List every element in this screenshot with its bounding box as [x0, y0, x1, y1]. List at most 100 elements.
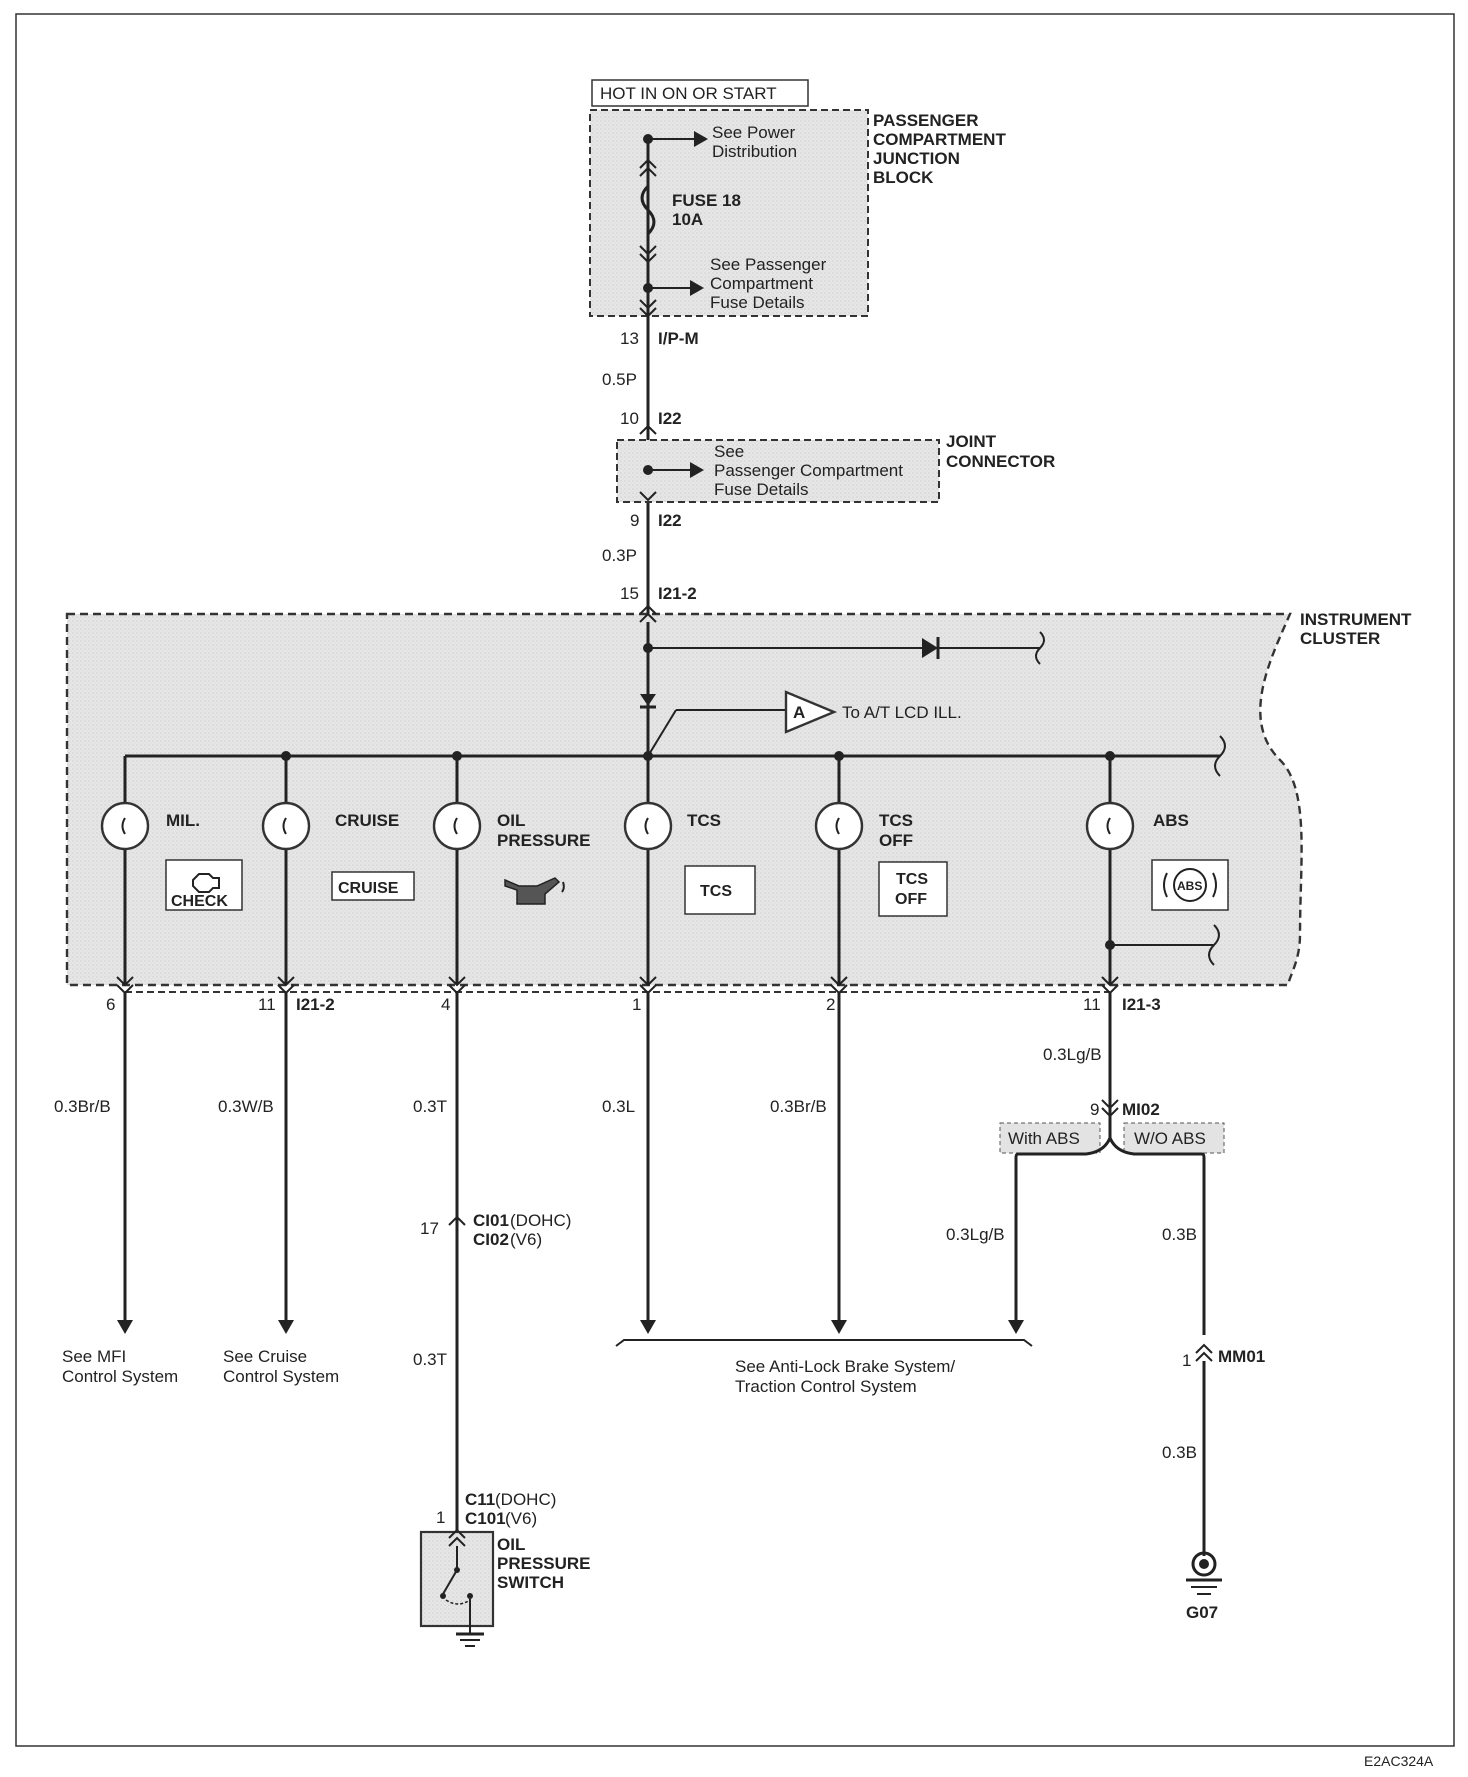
cruise-indicator: CRUISE: [331, 871, 415, 901]
svg-text:See Passenger: See Passenger: [710, 255, 827, 274]
svg-text:(DOHC): (DOHC): [495, 1490, 556, 1509]
abs-bulb-icon: [1085, 801, 1135, 851]
oil-pressure-bulb-icon: [432, 801, 482, 851]
connector-c101-label: C101 (V6): [465, 1509, 537, 1528]
tcs-off-indicator: TCS OFF: [878, 861, 948, 917]
connector-ci01-label: CI01 (DOHC): [473, 1211, 571, 1230]
check-engine-indicator: CHECK: [165, 859, 243, 911]
with-abs-box: [999, 1122, 1101, 1154]
svg-text:See: See: [714, 442, 744, 461]
fuse-label: FUSE 18 10A: [672, 191, 741, 229]
wire-oil-lower: 0.3T: [413, 1350, 447, 1369]
tcs-off-bulb-icon: [814, 801, 864, 851]
hot-label: HOT IN ON OR START: [600, 84, 777, 103]
oil-pressure-switch-label: OIL PRESSURE SWITCH: [497, 1535, 591, 1592]
svg-text:C101: C101: [465, 1509, 506, 1528]
oil-can-icon: [504, 877, 565, 905]
tcs-bulb-icon: [623, 801, 673, 851]
svg-text:(V6): (V6): [505, 1509, 537, 1528]
wire-mil: 0.3Br/B: [54, 1097, 111, 1116]
pin-11-cruise: 11: [258, 995, 276, 1014]
wire-with-abs: 0.3Lg/B: [946, 1225, 1005, 1244]
wire-03p: 0.3P: [602, 546, 637, 565]
pin-17: 17: [420, 1219, 439, 1238]
connector-i22-bottom: I22: [658, 511, 682, 530]
svg-text:CLUSTER: CLUSTER: [1300, 629, 1380, 648]
pin-2: 2: [826, 995, 835, 1014]
pin-1-mm01: 1: [1182, 1351, 1191, 1370]
oil-switch-ground-icon: [456, 1626, 484, 1647]
svg-text:Traction Control System: Traction Control System: [735, 1377, 917, 1396]
tcs-label: TCS: [687, 811, 721, 830]
svg-text:See Cruise: See Cruise: [223, 1347, 307, 1366]
wire-abs: 0.3Lg/B: [1043, 1045, 1102, 1064]
wire-tcs: 0.3L: [602, 1097, 635, 1116]
pin-9-mi02: 9: [1090, 1100, 1099, 1119]
svg-text:Distribution: Distribution: [712, 142, 797, 161]
wire-wo-abs: 0.3B: [1162, 1225, 1197, 1244]
see-cruise-text: See Cruise Control System: [223, 1347, 339, 1386]
svg-text:10A: 10A: [672, 210, 703, 229]
connector-c11-label: C11 (DOHC): [465, 1490, 556, 1509]
abs-label: ABS: [1153, 811, 1189, 830]
ground-g07-label: G07: [1186, 1603, 1218, 1622]
svg-text:BLOCK: BLOCK: [873, 168, 934, 187]
svg-text:C11: C11: [465, 1490, 495, 1509]
svg-text:See Anti-Lock Brake System/: See Anti-Lock Brake System/: [735, 1357, 955, 1376]
instrument-cluster-label: INSTRUMENT CLUSTER: [1300, 610, 1412, 648]
connector-mi02: MI02: [1122, 1100, 1160, 1119]
svg-text:See Power: See Power: [712, 123, 795, 142]
switch-icon: [440, 1546, 473, 1626]
svg-text:OFF: OFF: [895, 891, 927, 908]
svg-text:PRESSURE: PRESSURE: [497, 831, 591, 850]
see-abs-text: See Anti-Lock Brake System/ Traction Con…: [735, 1357, 955, 1396]
junction-block-label: PASSENGER COMPARTMENT JUNCTION BLOCK: [873, 111, 1006, 187]
svg-text:CONNECTOR: CONNECTOR: [946, 452, 1055, 471]
figure-id: E2AC324A: [1364, 1753, 1434, 1769]
svg-text:See MFI: See MFI: [62, 1347, 126, 1366]
wire-ground: 0.3B: [1162, 1443, 1197, 1462]
cruise-label: CRUISE: [335, 811, 399, 830]
svg-text:SWITCH: SWITCH: [497, 1573, 564, 1592]
pin-11-abs: 11: [1083, 995, 1101, 1014]
svg-text:CI02: CI02: [473, 1230, 509, 1249]
svg-text:Fuse Details: Fuse Details: [714, 480, 808, 499]
wire-oil-upper: 0.3T: [413, 1097, 447, 1116]
hot-label-box: [591, 79, 809, 107]
wo-abs-label: W/O ABS: [1134, 1129, 1206, 1148]
svg-text:ABS: ABS: [1177, 879, 1202, 893]
pin-13: 13: [620, 329, 639, 348]
svg-text:INSTRUMENT: INSTRUMENT: [1300, 610, 1412, 629]
pin-4: 4: [441, 995, 450, 1014]
diode-icon: [922, 638, 938, 658]
to-at-triangle: [784, 690, 838, 734]
pin-1-tcs: 1: [632, 995, 641, 1014]
pin-6: 6: [106, 995, 115, 1014]
svg-text:CRUISE: CRUISE: [338, 880, 399, 897]
fuse-icon: [640, 184, 656, 236]
svg-text:Compartment: Compartment: [710, 274, 813, 293]
connector-mm01: MM01: [1218, 1347, 1265, 1366]
connector-i21-2-top: I21-2: [658, 584, 697, 603]
connector-i21-2: I21-2: [296, 995, 335, 1014]
see-fuse-details-text: See Passenger Compartment Fuse Details: [710, 255, 827, 312]
svg-text:TCS: TCS: [700, 883, 732, 900]
svg-text:OIL: OIL: [497, 1535, 525, 1554]
junction-block-box: [589, 109, 869, 317]
svg-text:PRESSURE: PRESSURE: [497, 1554, 591, 1573]
svg-text:Passenger Compartment: Passenger Compartment: [714, 461, 903, 480]
connector-i21-3: I21-3: [1122, 995, 1161, 1014]
pin-15: 15: [620, 584, 639, 603]
joint-connector-label: JOINT CONNECTOR: [946, 432, 1055, 471]
svg-text:PASSENGER: PASSENGER: [873, 111, 979, 130]
connector-ci02-label: CI02 (V6): [473, 1230, 542, 1249]
svg-text:CHECK: CHECK: [171, 893, 228, 910]
wire-05p: 0.5P: [602, 370, 637, 389]
with-abs-label: With ABS: [1008, 1129, 1080, 1148]
wire-cruise: 0.3W/B: [218, 1097, 274, 1116]
svg-text:Control System: Control System: [62, 1367, 178, 1386]
svg-text:TCS: TCS: [896, 871, 928, 888]
tcs-indicator: TCS: [684, 865, 756, 915]
mil-bulb-icon: [100, 801, 150, 851]
